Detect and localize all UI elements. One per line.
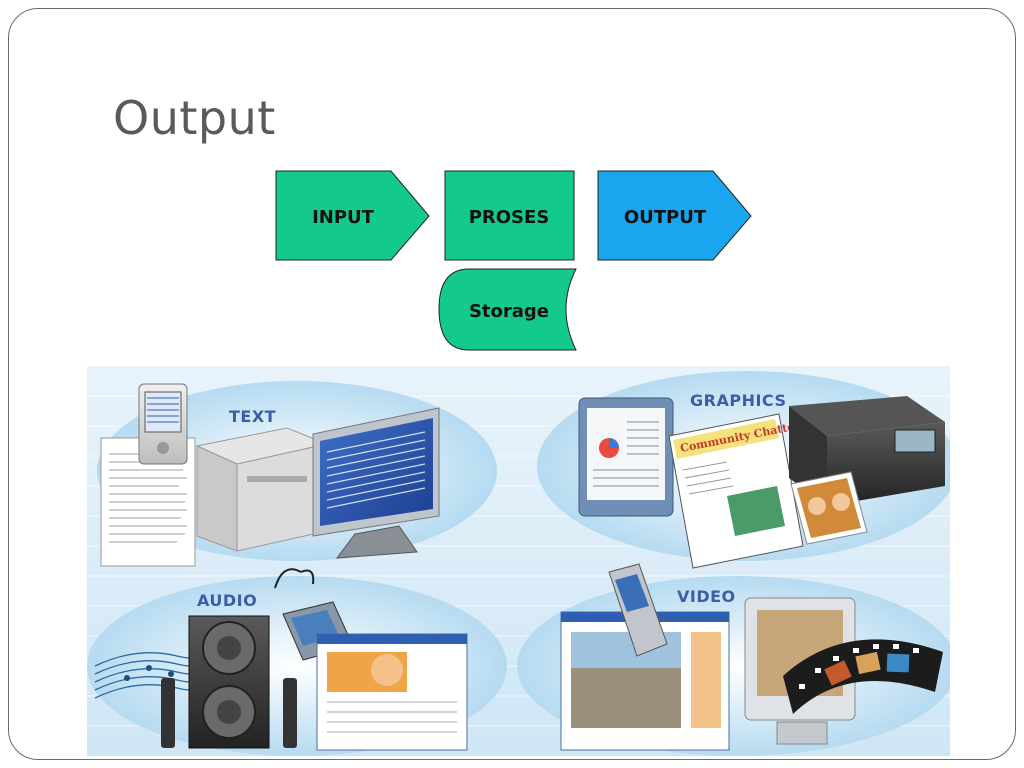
storage-shape	[438, 268, 577, 351]
input-label: INPUT	[312, 207, 375, 228]
output-step: OUTPUT	[597, 170, 752, 261]
storage-step: Storage	[438, 268, 577, 351]
process-step: PROSES	[444, 170, 575, 261]
text-category-label: TEXT	[229, 407, 276, 426]
text-quadrant: TEXT	[100, 383, 440, 567]
input-step: INPUT	[275, 170, 430, 261]
tablet-icon	[578, 397, 674, 517]
newsletter-icon: Community Chatter	[668, 413, 804, 569]
slide-title: Output	[113, 91, 276, 145]
slide-frame: Output INPUT PROSES OUTPUT Storage	[8, 8, 1016, 760]
audio-browser-window-icon	[316, 633, 468, 751]
output-label: OUTPUT	[624, 207, 707, 228]
input-shape	[275, 170, 430, 261]
output-devices-illustration: TEXT	[87, 366, 950, 756]
video-quadrant: VIDEO	[560, 563, 943, 751]
small-speaker-left-icon	[161, 678, 175, 748]
laser-printer-icon	[195, 427, 329, 552]
audio-quadrant: AUDIO	[94, 568, 468, 751]
audio-category-label: AUDIO	[197, 591, 257, 610]
storage-label: Storage	[469, 301, 549, 322]
process-shape	[444, 170, 575, 261]
speaker-icon	[188, 615, 270, 749]
video-category-label: VIDEO	[677, 587, 736, 606]
flow-diagram: INPUT PROSES OUTPUT Storage	[275, 170, 752, 351]
output-shape	[597, 170, 752, 261]
graphics-category-label: GRAPHICS	[690, 391, 786, 410]
text-monitor-icon	[312, 407, 440, 559]
photo-print-icon	[790, 471, 868, 545]
film-strip-icon	[783, 639, 943, 714]
small-speaker-right-icon	[283, 678, 297, 748]
cell-phone-icon	[608, 563, 668, 657]
headphones-icon	[274, 568, 315, 589]
process-label: PROSES	[469, 207, 550, 228]
graphics-quadrant: GRAPHICS Community Chatter	[578, 391, 945, 569]
